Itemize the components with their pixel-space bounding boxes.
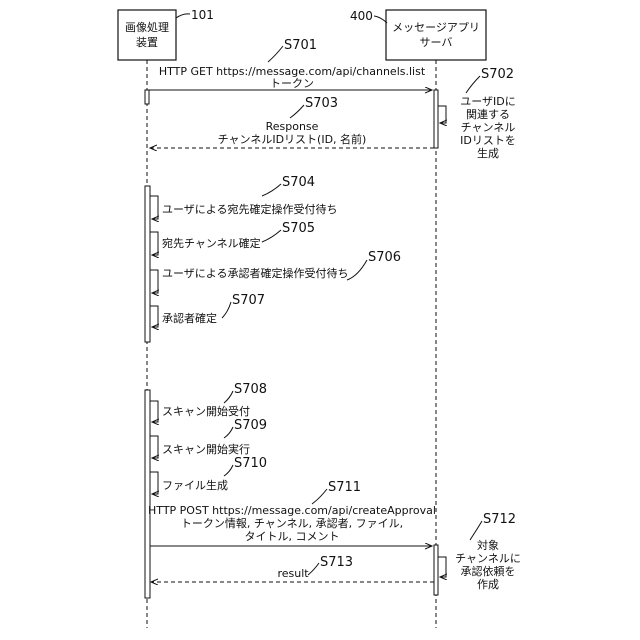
s708-self-loop	[150, 401, 158, 422]
step-s703: S703 Response チャンネルIDリスト(ID, 名前)	[150, 96, 434, 148]
step-s706: S706 ユーザによる承認者確定操作受付待ち	[150, 250, 401, 293]
s712-line2: チャンネルに	[455, 552, 521, 565]
s708-id: S708	[234, 382, 267, 397]
s709-label: スキャン開始実行	[162, 442, 250, 456]
step-s710: S710 ファイル生成	[150, 456, 267, 494]
s707-label: 承認者確定	[162, 311, 217, 325]
participant-server-label-2: サーバ	[420, 36, 453, 49]
s708-label: スキャン開始受付	[162, 404, 250, 418]
s711-line3: タイトル, コメント	[245, 530, 340, 543]
participant-device-label-1: 画像処理	[125, 21, 169, 34]
activation-device-3	[145, 390, 150, 598]
s702-line3: チャンネル	[461, 121, 516, 134]
participant-server-label-1: メッセージアプリ	[392, 21, 480, 34]
s712-line1: 対象	[477, 538, 499, 552]
s709-leader	[224, 427, 233, 438]
s711-id: S711	[328, 480, 361, 495]
s712-self-loop	[438, 557, 446, 577]
s701-line2: トークン	[270, 77, 314, 90]
step-s709: S709 スキャン開始実行	[150, 418, 267, 458]
s703-leader	[290, 105, 304, 118]
s708-leader	[224, 391, 233, 403]
s705-id: S705	[282, 221, 315, 236]
s710-self-loop	[150, 472, 158, 494]
participant-device-box	[118, 10, 176, 60]
s705-self-loop	[150, 232, 158, 255]
s707-leader	[222, 302, 231, 318]
s713-id: S713	[320, 555, 353, 570]
s713-leader	[308, 563, 319, 575]
s706-leader	[347, 260, 367, 280]
step-s712: S712 対象 チャンネルに 承認依頼を 作成	[438, 512, 521, 591]
s711-line2: トークン情報, チャンネル, 承認者, ファイル,	[181, 516, 403, 530]
s710-label: ファイル生成	[162, 478, 228, 492]
s704-id: S704	[282, 175, 315, 190]
s703-line2: チャンネルIDリスト(ID, 名前)	[218, 132, 367, 146]
activation-device-1	[145, 90, 149, 104]
s702-line2: 関連する	[466, 107, 510, 121]
s702-leader	[466, 76, 480, 93]
s702-line5: 生成	[477, 146, 499, 160]
step-s708: S708 スキャン開始受付	[150, 382, 267, 422]
s711-leader	[312, 489, 327, 504]
s704-leader	[262, 184, 281, 196]
s704-self-loop	[150, 196, 158, 219]
s707-id: S707	[232, 293, 265, 308]
s712-line3: 承認依頼を	[461, 564, 516, 578]
s710-leader	[224, 465, 233, 476]
s702-id: S702	[481, 67, 514, 82]
participant-device: 画像処理 装置 101	[118, 8, 214, 60]
step-s707: S707 承認者確定	[150, 293, 265, 327]
s701-leader	[268, 46, 283, 62]
activation-server-1	[434, 90, 438, 148]
participant-server-box	[386, 10, 486, 60]
step-s702: S702 ユーザIDに 関連する チャンネル IDリストを 生成	[438, 67, 516, 160]
s710-id: S710	[234, 456, 267, 471]
s712-line4: 作成	[477, 578, 499, 591]
s712-id: S712	[483, 512, 516, 527]
participant-device-ref-leader	[176, 14, 190, 18]
participant-device-ref: 101	[191, 8, 214, 22]
s711-line1: HTTP POST https://message.com/api/create…	[148, 504, 436, 517]
s702-self-loop	[438, 106, 446, 123]
s709-self-loop	[150, 436, 158, 458]
step-s704: S704 ユーザによる宛先確定操作受付待ち	[150, 175, 337, 219]
s702-line1: ユーザIDに	[460, 95, 516, 108]
participant-server: メッセージアプリ サーバ 400	[350, 9, 486, 60]
s702-line4: IDリストを	[460, 134, 516, 147]
participant-server-ref-leader	[374, 16, 387, 23]
s701-id: S701	[284, 38, 317, 53]
s704-label: ユーザによる宛先確定操作受付待ち	[162, 202, 337, 216]
participant-device-label-2: 装置	[136, 36, 158, 49]
step-s713: S713 result	[151, 555, 434, 582]
activation-device-2	[145, 186, 150, 342]
participant-server-ref: 400	[350, 9, 373, 23]
s706-id: S706	[368, 250, 401, 265]
s706-label: ユーザによる承認者確定操作受付待ち	[162, 266, 348, 280]
step-s705: S705 宛先チャンネル確定	[150, 221, 315, 255]
s706-self-loop	[150, 270, 158, 293]
s703-line1: Response	[266, 120, 319, 133]
s709-id: S709	[234, 418, 267, 433]
s712-leader	[470, 521, 482, 540]
s707-self-loop	[150, 306, 158, 327]
activation-server-2	[434, 545, 438, 595]
s703-id: S703	[305, 96, 338, 111]
s713-label: result	[277, 567, 309, 580]
s705-label: 宛先チャンネル確定	[162, 236, 261, 250]
s705-leader	[262, 230, 281, 242]
